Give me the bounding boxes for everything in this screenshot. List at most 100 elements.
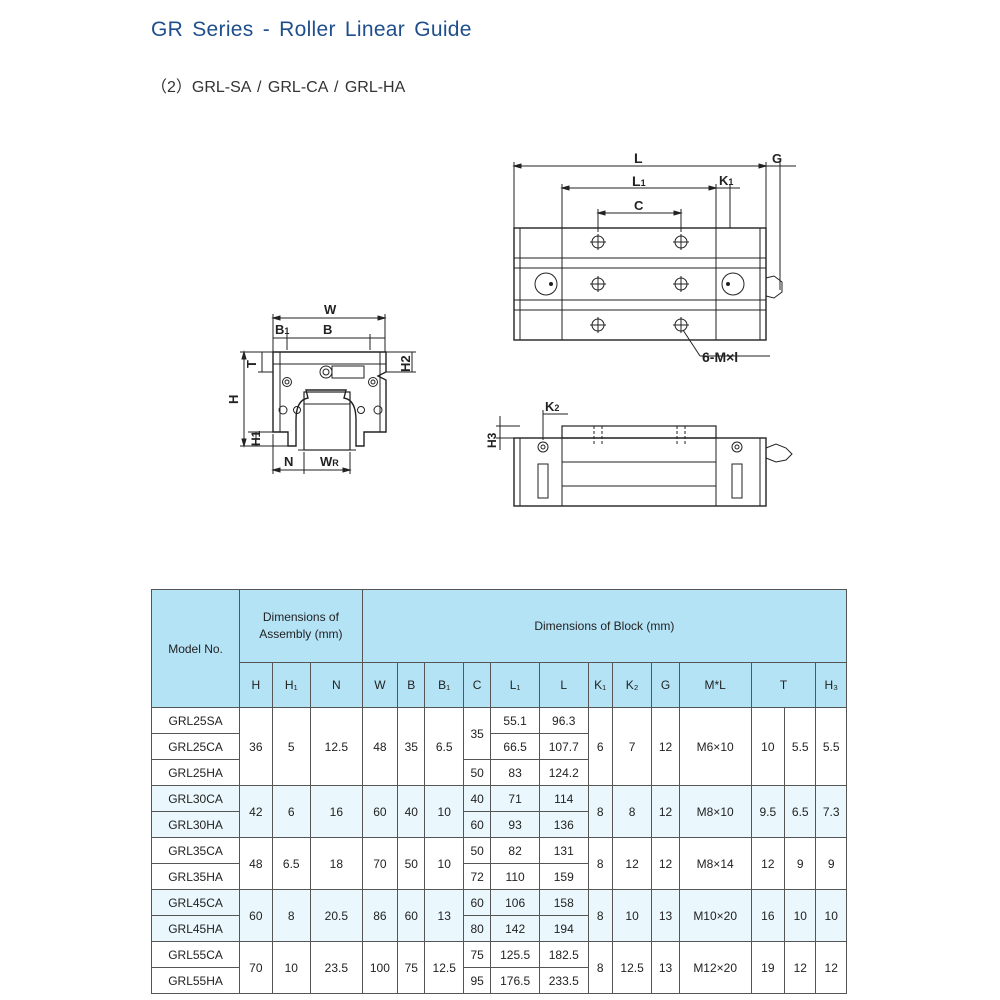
table-cell: 83: [490, 759, 540, 786]
table-cell: 12.5: [424, 941, 464, 994]
table-cell: 125.5: [490, 941, 540, 968]
table-cell: 106: [490, 889, 540, 916]
label-b1: B1: [275, 322, 289, 337]
table-cell: M10×20: [678, 889, 752, 942]
table-cell: 100: [361, 941, 399, 994]
table-cell: 9.5: [750, 785, 786, 838]
table-cell: 8: [587, 785, 613, 838]
label-h1: H1: [249, 430, 263, 446]
table-cell: 60: [397, 889, 426, 942]
table-cell: 19: [750, 941, 786, 994]
table-cell: 6.5: [271, 837, 312, 890]
table-cell: 142: [490, 915, 540, 942]
label-k2: K2: [545, 399, 559, 414]
table-cell: GRL30CA: [150, 785, 241, 812]
table-cell: 12: [815, 941, 847, 994]
table-cell: 5: [271, 707, 312, 786]
table-cell: 12: [651, 785, 680, 838]
table-cell: 60: [361, 785, 399, 838]
table-cell: 194: [538, 915, 589, 942]
table-cell: 55.1: [490, 707, 540, 734]
table-cell: 10: [271, 941, 312, 994]
col-k1: K₁: [587, 662, 613, 708]
table-cell: 16: [750, 889, 786, 942]
table-cell: M6×10: [678, 707, 752, 786]
mounting-holes: [590, 234, 689, 333]
header-block: Dimensions of Block (mm): [361, 589, 848, 663]
table-cell: M8×10: [678, 785, 752, 838]
label-h: H: [226, 395, 241, 404]
table-cell: 72: [462, 863, 492, 890]
label-l1: L1: [632, 173, 646, 189]
col-h1: H₁: [271, 662, 312, 708]
table-cell: 10: [815, 889, 847, 942]
table-cell: 40: [462, 785, 492, 812]
label-k1: K1: [719, 173, 733, 188]
side-view: K2 H3: [485, 399, 793, 507]
table-cell: 36: [239, 707, 273, 786]
table-cell: 6.5: [784, 785, 817, 838]
table-cell: M8×14: [678, 837, 752, 890]
table-cell: 114: [538, 785, 589, 812]
table-cell: GRL55CA: [150, 941, 241, 968]
col-l: L: [538, 662, 589, 708]
page-title: GR Series - Roller Linear Guide: [151, 18, 472, 41]
label-b: B: [323, 322, 332, 337]
table-cell: 158: [538, 889, 589, 916]
label-l: L: [634, 150, 643, 166]
table-cell: 18: [310, 837, 363, 890]
header-model: Model No.: [150, 589, 241, 708]
technical-drawing: W B1 B T: [226, 150, 796, 507]
label-c: C: [634, 198, 644, 213]
table-row: GRL35CA 48 6.5 18 70 50 10 50 82 131 8 1…: [150, 837, 847, 890]
table-cell: 16: [310, 785, 363, 838]
table-row: GRL45CA 60 8 20.5 86 60 13 60 106 158 8 …: [150, 889, 847, 942]
table-cell: 96.3: [538, 707, 589, 734]
table-cell: 48: [239, 837, 273, 890]
table-cell: 136: [538, 811, 589, 838]
label-h2: H2: [398, 355, 413, 372]
table-cell: GRL45HA: [150, 915, 241, 942]
table-cell: 107.7: [538, 733, 589, 760]
label-t: T: [244, 360, 259, 368]
table-cell: 86: [361, 889, 399, 942]
table-row: GRL35HA 72 110 159: [150, 863, 847, 890]
col-c: C: [462, 662, 492, 708]
table-cell: GRL35HA: [150, 863, 241, 890]
table-cell: 71: [490, 785, 540, 812]
table-cell: 60: [239, 889, 273, 942]
table-cell: GRL25SA: [150, 707, 241, 734]
table-cell: 5.5: [815, 707, 847, 786]
col-b: B: [397, 662, 426, 708]
table-row: GRL30CA 42 6 16 60 40 10 40 71 114 8 8 1…: [150, 785, 847, 838]
table-cell: 23.5: [310, 941, 363, 994]
table-cell: 75: [462, 941, 492, 968]
table-cell: 50: [462, 837, 492, 864]
table-cell: 131: [538, 837, 589, 864]
table-cell: 20.5: [310, 889, 363, 942]
table-cell: 7.3: [815, 785, 847, 838]
table-cell: GRL35CA: [150, 837, 241, 864]
table-cell: 13: [424, 889, 464, 942]
table-cell: 35: [462, 707, 492, 760]
table-cell: 12.5: [310, 707, 363, 786]
spec-table: Model No. Dimensions of Assembly (mm) Di…: [150, 589, 848, 994]
table-row: GRL30HA 60 93 136: [150, 811, 847, 838]
table-cell: 12: [611, 837, 653, 890]
label-wr: WR: [320, 454, 339, 469]
col-t: T: [750, 662, 817, 708]
table-cell: 8: [587, 837, 613, 890]
table-cell: GRL30HA: [150, 811, 241, 838]
table-cell: 9: [815, 837, 847, 890]
table-cell: 176.5: [490, 967, 540, 994]
table-cell: 66.5: [490, 733, 540, 760]
table-cell: 48: [361, 707, 399, 786]
table-cell: 93: [490, 811, 540, 838]
table-cell: 5.5: [784, 707, 817, 786]
table-cell: 70: [239, 941, 273, 994]
table-cell: GRL25CA: [150, 733, 241, 760]
table-cell: 35: [397, 707, 426, 786]
table-cell: 82: [490, 837, 540, 864]
table-cell: GRL55HA: [150, 967, 241, 994]
table-cell: 60: [462, 811, 492, 838]
